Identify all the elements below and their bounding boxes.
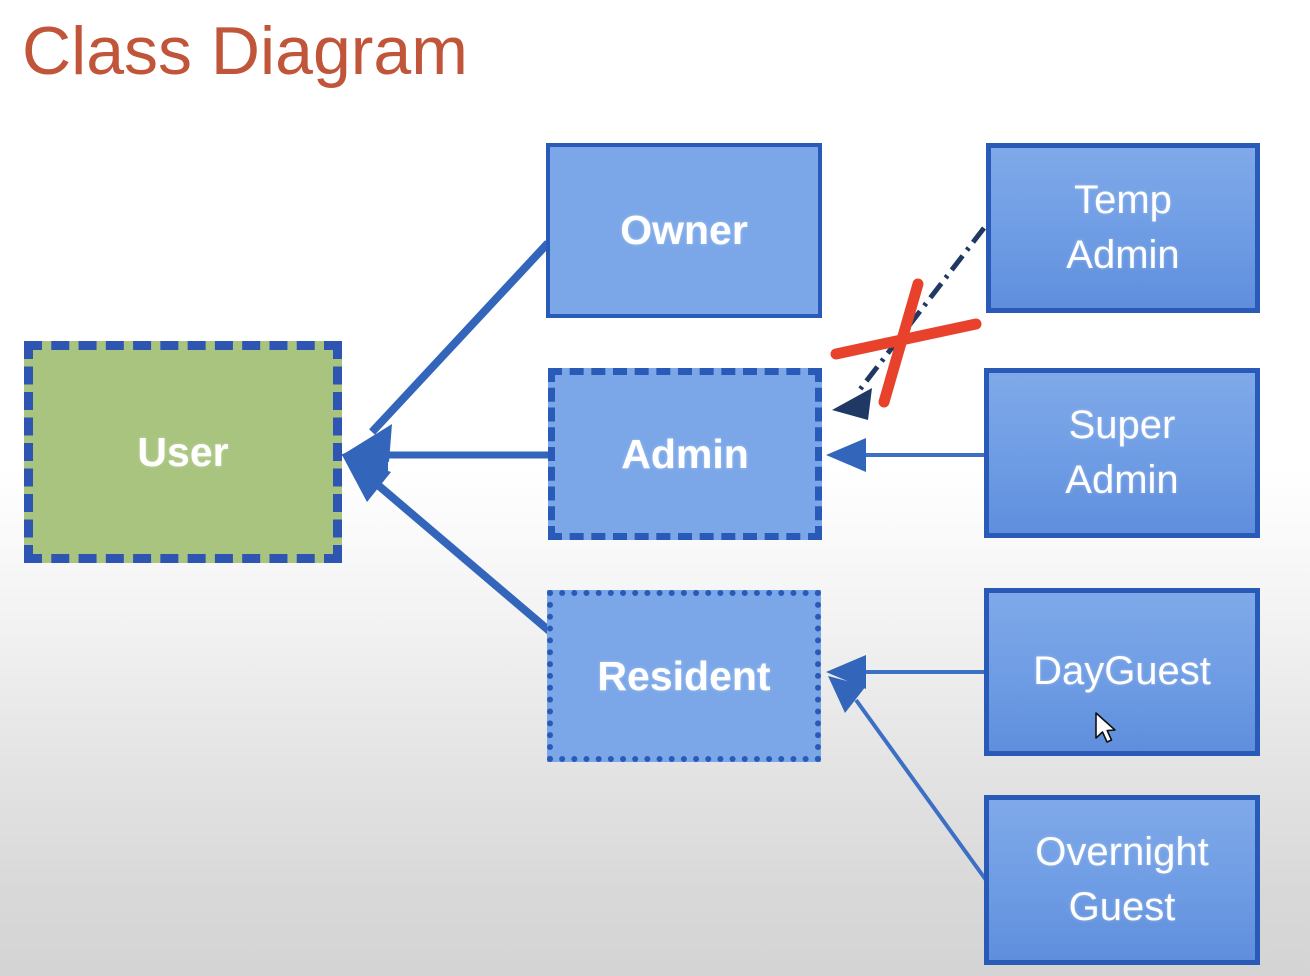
edge-dayguest-to-resident xyxy=(826,655,984,689)
class-node-super-admin-label: Super Admin xyxy=(1065,402,1179,502)
class-node-user[interactable]: User xyxy=(24,341,342,563)
class-node-owner[interactable]: Owner xyxy=(546,143,822,318)
class-node-admin[interactable]: Admin xyxy=(548,368,822,540)
class-node-temp-admin-label: Temp Admin xyxy=(1066,177,1180,277)
class-node-user-label: User xyxy=(137,428,229,475)
class-node-owner-label: Owner xyxy=(620,207,748,253)
mouse-cursor-icon xyxy=(1095,712,1116,743)
edge-owner-to-user xyxy=(342,240,551,462)
page-title: Class Diagram xyxy=(22,13,468,89)
edge-tempadmin-to-admin xyxy=(832,226,986,420)
edge-admin-to-user xyxy=(340,436,548,474)
edge-superadmin-to-admin xyxy=(826,438,984,472)
class-node-super-admin[interactable]: Super Admin xyxy=(984,368,1260,538)
edge-resident-to-user xyxy=(342,455,563,644)
class-node-resident[interactable]: Resident xyxy=(547,590,821,762)
class-node-overnight-guest[interactable]: Overnight Guest xyxy=(984,795,1260,965)
class-node-admin-label: Admin xyxy=(621,430,749,477)
edge-overnight-to-resident xyxy=(828,676,988,882)
class-node-day-guest[interactable]: DayGuest xyxy=(984,588,1260,756)
strike-out-x-icon xyxy=(830,278,982,408)
class-node-temp-admin[interactable]: Temp Admin xyxy=(986,143,1260,313)
class-node-resident-label: Resident xyxy=(597,652,771,699)
class-node-day-guest-label: DayGuest xyxy=(1033,649,1211,694)
class-node-overnight-guest-label: Overnight Guest xyxy=(1035,829,1209,929)
